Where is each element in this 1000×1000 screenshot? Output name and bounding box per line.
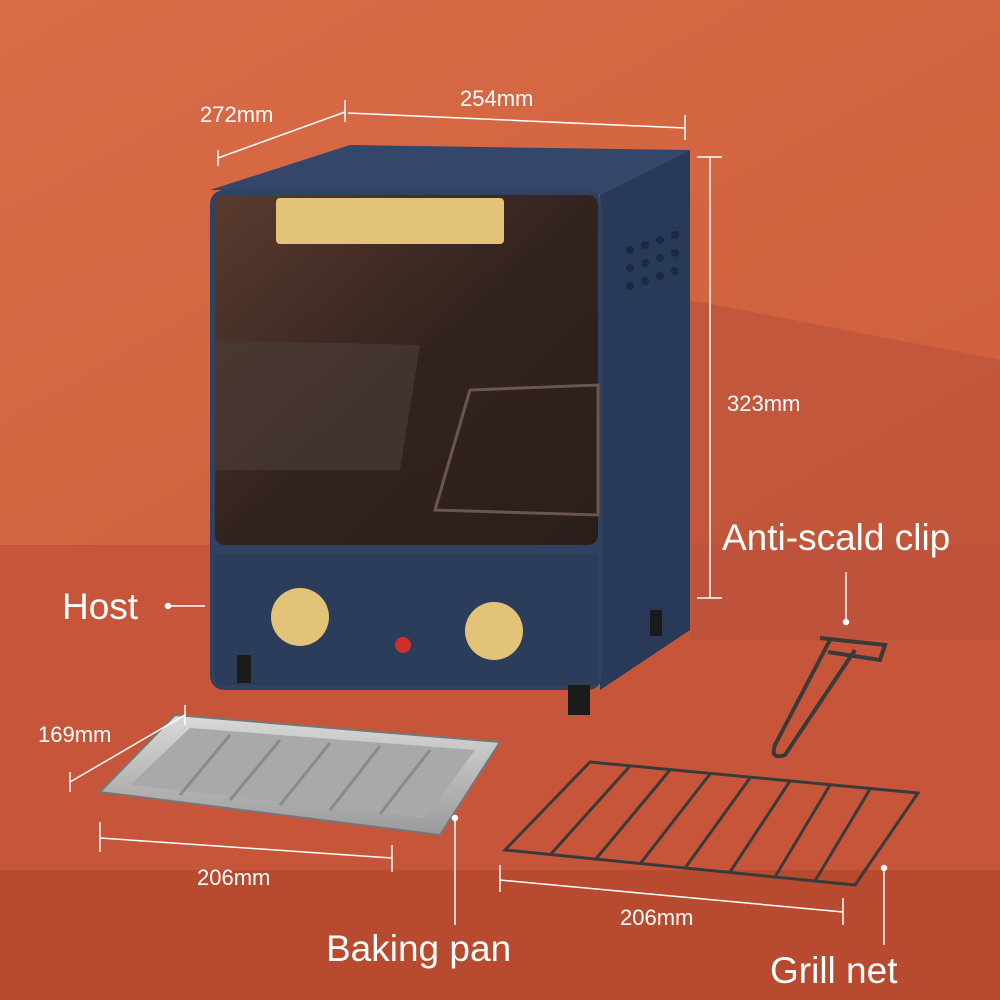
door-handle [276, 198, 504, 244]
oven-foot [568, 685, 590, 715]
oven [210, 145, 690, 715]
anti-scald-clip-label: Anti-scald clip [722, 517, 951, 558]
pan-width-label: 206mm [197, 865, 271, 890]
baking-pan [97, 713, 502, 837]
rack-reflection [433, 383, 600, 517]
oven-top [210, 145, 690, 195]
grill-width-label: 206mm [620, 905, 694, 930]
dimension-lines [69, 100, 888, 945]
oven-foot [237, 655, 251, 683]
anti-scald-clip [771, 636, 888, 759]
oven-side [600, 150, 690, 690]
grill-net-label: Grill net [770, 950, 898, 991]
oven-foot [650, 610, 662, 636]
width-dimension-label: 254mm [460, 86, 534, 111]
vent-holes [626, 231, 679, 290]
power-indicator-light [395, 637, 411, 653]
baking-pan-label: Baking pan [326, 928, 512, 969]
temperature-knob[interactable] [271, 588, 329, 646]
grill-net [501, 760, 921, 887]
pan-depth-label: 169mm [38, 722, 112, 747]
depth-dimension-label: 272mm [200, 102, 274, 127]
height-dimension-label: 323mm [727, 391, 801, 416]
oven-shadow [690, 300, 1000, 640]
host-label: Host [62, 586, 139, 627]
tray-reflection [215, 340, 420, 470]
timer-knob[interactable] [465, 602, 523, 660]
